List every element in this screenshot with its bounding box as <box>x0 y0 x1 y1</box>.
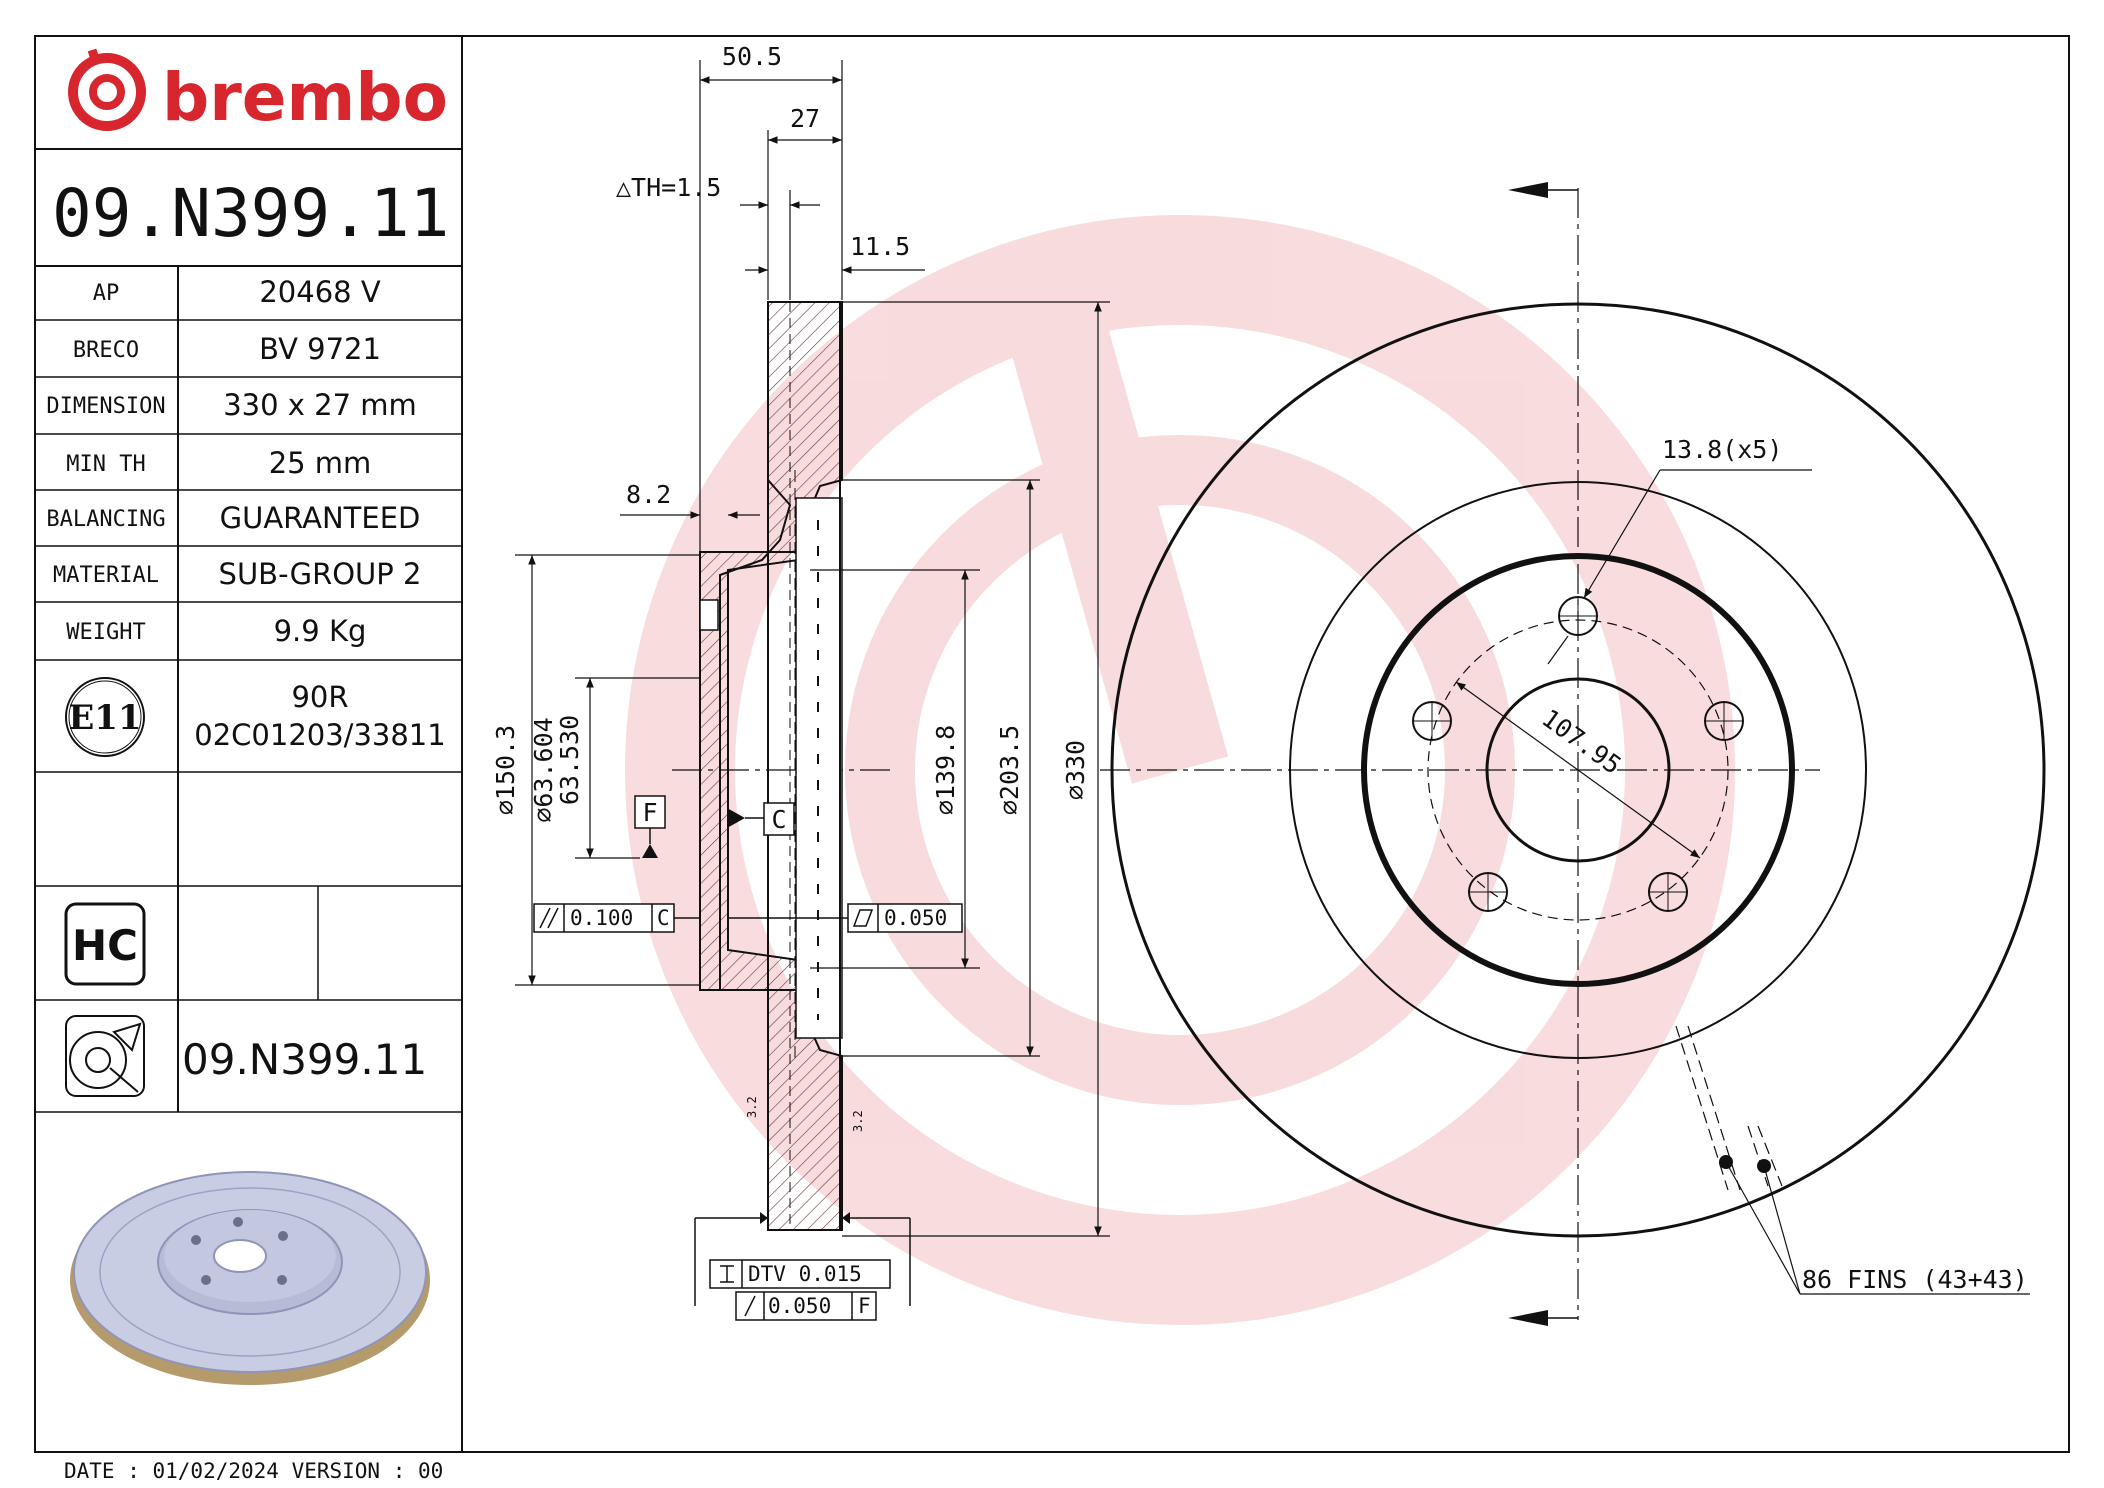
disc-render-icon <box>70 1171 430 1385</box>
tol-dtv: DTV 0.015 <box>748 1262 862 1286</box>
spec-value-weight: 9.9 Kg <box>274 614 367 648</box>
hc-label: HC <box>72 921 138 970</box>
datum-f-label: F <box>642 798 657 827</box>
dim-overall-width: 50.5 <box>722 42 782 71</box>
dim-thickness: 27 <box>790 104 820 133</box>
tol-runout-value: 0.050 <box>768 1294 831 1318</box>
part-number-title: 09.N399.11 <box>52 175 449 252</box>
spec-label-min-th: MIN TH <box>66 452 145 477</box>
section-view: F C 50.5 27 △TH=1.5 11.5 8.2 <box>491 42 1110 1321</box>
dim-bore-min: 63.530 <box>555 715 584 805</box>
tol-parallel-value: 0.100 <box>570 906 633 930</box>
tol-runout-datum: F <box>858 1294 871 1318</box>
approval-line2: 02C01203/33811 <box>194 718 445 752</box>
dim-d330: ⌀330 <box>1061 740 1090 800</box>
tol-parallel-datum: C <box>657 906 670 930</box>
dim-th: △TH=1.5 <box>616 173 721 202</box>
approval-line1: 90R <box>291 680 348 714</box>
spec-value-material: SUB-GROUP 2 <box>219 557 422 591</box>
title-block: brembo 09.N399.11 AP 20468 V BRECO BV 97… <box>35 48 462 1483</box>
spec-label-breco: BRECO <box>73 338 139 363</box>
dim-d139: ⌀139.8 <box>931 725 960 815</box>
brembo-logo-icon: brembo <box>68 48 448 136</box>
spec-value-min-th: 25 mm <box>269 446 372 480</box>
spec-label-weight: WEIGHT <box>66 620 145 645</box>
spec-value-balancing: GUARANTEED <box>220 501 421 535</box>
tol-flatness-value: 0.050 <box>884 906 947 930</box>
spec-label-material: MATERIAL <box>53 563 159 588</box>
part-number-repeat: 09.N399.11 <box>182 1035 427 1084</box>
spec-label-dimension: DIMENSION <box>46 394 165 419</box>
disc-drawing-icon <box>65 1015 145 1097</box>
sheet-frame <box>34 35 2070 1453</box>
surface-finish-right: 3.2 <box>851 1110 865 1132</box>
dim-offset: 11.5 <box>850 232 910 261</box>
spec-label-balancing: BALANCING <box>46 507 165 532</box>
spec-value-ap: 20468 V <box>259 275 380 309</box>
dim-bore-max: ⌀63.604 <box>529 717 558 822</box>
dim-pcd: 107.95 <box>1536 703 1626 780</box>
approval-mark: E11 <box>68 698 141 738</box>
spec-value-dimension: 330 x 27 mm <box>223 388 417 422</box>
spec-value-breco: BV 9721 <box>259 332 381 366</box>
hole-callout: 13.8(x5) <box>1662 435 1782 464</box>
datum-c-label: C <box>771 805 786 834</box>
fins-callout: 86 FINS (43+43) <box>1802 1265 2028 1294</box>
dim-d150: ⌀150.3 <box>491 725 520 815</box>
e11-mark-icon: E11 <box>65 677 145 757</box>
brand-name: brembo <box>162 59 448 136</box>
surface-finish-left: 3.2 <box>745 1096 759 1118</box>
dim-flange: 8.2 <box>626 480 671 509</box>
spec-label-ap: AP <box>93 281 120 306</box>
hc-icon: HC <box>64 902 146 986</box>
footer-date-version: DATE : 01/02/2024 VERSION : 00 <box>64 1459 443 1483</box>
bolt-holes <box>1412 596 1744 912</box>
dim-d203: ⌀203.5 <box>995 725 1024 815</box>
